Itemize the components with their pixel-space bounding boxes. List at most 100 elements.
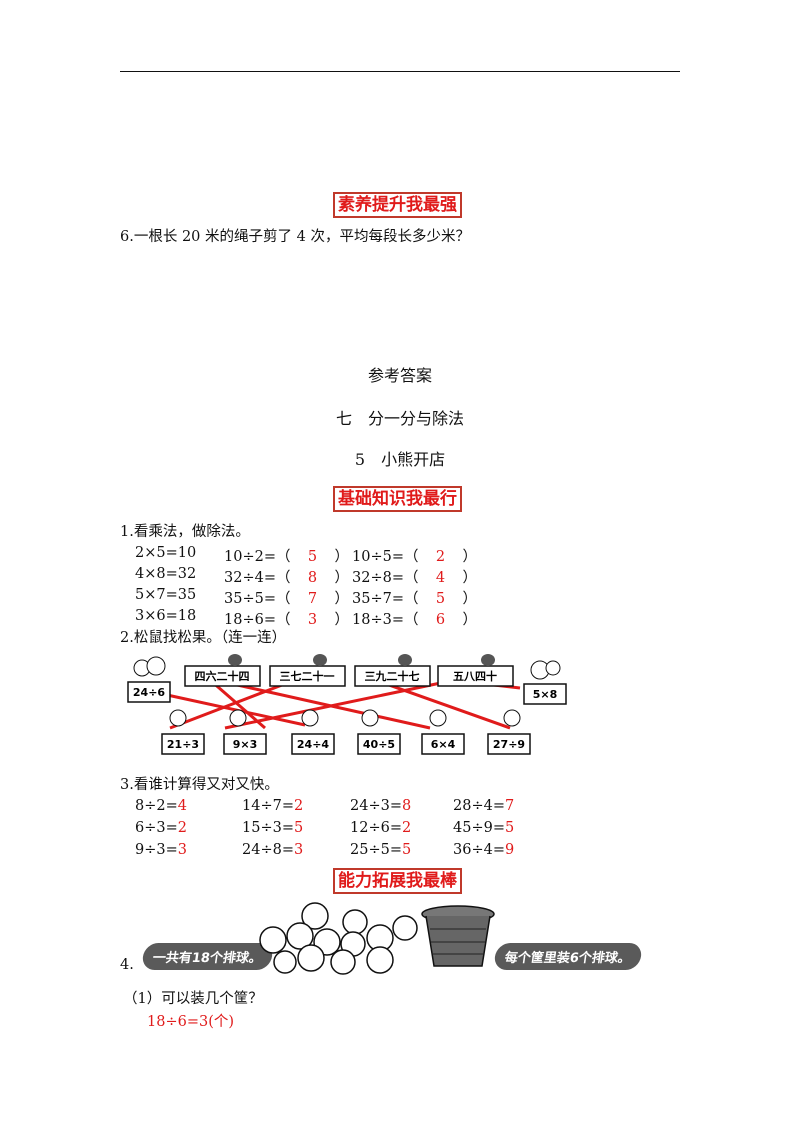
nut-box (269, 665, 346, 687)
squirrel-label: 21÷3 (167, 738, 199, 751)
nut-box (437, 665, 514, 687)
nut-boxes: 四六二十四 三七二十一 三九二十七 五八四十 (184, 654, 514, 687)
section-heading: 能力拓展我最棒 (333, 868, 462, 894)
calc-item: 8÷2=4 (135, 798, 187, 814)
multiplication-fact: 5×7=35 (135, 587, 197, 603)
calc-item: 6÷3=2 (135, 820, 187, 836)
division-answer: 8 (307, 570, 318, 586)
nut-label: 三七二十一 (280, 669, 335, 683)
squirrel-label: 24÷4 (297, 738, 330, 751)
division-prompt: 35÷5=（ (224, 591, 291, 607)
division-prompt: 32÷8=（ (352, 570, 419, 586)
division-prompt: 18÷3=（ (352, 612, 419, 628)
close-paren: ） (462, 612, 477, 628)
chapter-title: 七 分一分与除法 (335, 409, 464, 428)
squirrel-icon (429, 709, 447, 727)
nut-box (184, 665, 261, 687)
nut-label: 三九二十七 (365, 669, 420, 683)
squirrel-top-right: 5×8 (523, 660, 567, 705)
squirrel-label: 27÷9 (493, 738, 525, 751)
calc-answer: 7 (504, 798, 515, 814)
acorn-icon (481, 654, 495, 666)
squirrel-icon (301, 709, 319, 727)
multiplication-fact: 4×8=32 (135, 566, 197, 582)
calc-item: 24÷3=8 (350, 798, 411, 814)
volleyballs-illustration (259, 902, 418, 975)
squirrel-label: 40÷5 (363, 738, 395, 751)
volleyball-icon (330, 949, 356, 975)
squirrel-icon (169, 709, 187, 727)
question-4-number: 4. (120, 957, 134, 973)
calc-question: 24÷3= (350, 798, 402, 814)
calc-question: 8÷2= (135, 798, 178, 814)
calc-answer: 2 (293, 798, 304, 814)
volleyball-icon (366, 946, 394, 974)
volleyball-icon (342, 909, 368, 935)
division-answer: 4 (435, 570, 446, 586)
squirrel-label: 9×3 (233, 738, 258, 751)
division-prompt: 35÷7=（ (352, 591, 419, 607)
division-prompt: 32÷4=（ (224, 570, 291, 586)
calc-item: 14÷7=2 (242, 798, 303, 814)
nut-label: 五八四十 (453, 669, 497, 683)
nut-label: 四六二十四 (195, 669, 250, 683)
answer-title: 参考答案 (367, 366, 432, 385)
lesson-title: 5 小熊开店 (354, 450, 446, 469)
squirrel-icon (361, 709, 379, 727)
calc-answer: 4 (177, 798, 187, 814)
match-line (214, 678, 431, 730)
volleyball-icon (273, 950, 297, 974)
squirrel-label: 24÷6 (133, 686, 166, 699)
squirrel-label: 5×8 (533, 688, 558, 701)
squirrel-top-left: 24÷6 (127, 656, 171, 703)
calc-question: 24÷8= (242, 842, 294, 858)
close-paren: ） (462, 591, 477, 607)
division-prompt: 18÷6=（ (224, 612, 291, 628)
squirrel-matching-figure: 四六二十四 三七二十一 三九二十七 五八四十 24÷6 5×8 21÷3 9×3… (127, 654, 567, 755)
calc-answer: 5 (293, 820, 304, 836)
calc-item: 36÷4=9 (453, 842, 514, 858)
division-answer: 3 (307, 612, 318, 628)
calc-item: 28÷4=7 (453, 798, 514, 814)
calc-item: 12÷6=2 (350, 820, 411, 836)
calc-question: 15÷3= (242, 820, 294, 836)
matching-lines (157, 678, 521, 730)
acorn-icon (398, 654, 412, 666)
division-answer: 7 (307, 591, 318, 607)
calc-answer: 2 (401, 820, 412, 836)
calc-answer: 9 (504, 842, 515, 858)
squirrels-bottom: 21÷3 9×3 24÷4 40÷5 6×4 27÷9 (161, 709, 531, 755)
calc-question: 36÷4= (453, 842, 505, 858)
multiplication-fact: 2×5=10 (135, 545, 197, 561)
basket-icon (421, 905, 495, 967)
nut-box (354, 665, 431, 687)
calc-item: 45÷9=5 (453, 820, 514, 836)
calc-answer: 5 (401, 842, 412, 858)
close-paren: ） (462, 549, 477, 565)
calc-item: 24÷8=3 (242, 842, 303, 858)
volleyball-icon (286, 922, 314, 950)
match-line (224, 678, 456, 730)
division-answer: 5 (435, 591, 446, 607)
calc-question: 45÷9= (453, 820, 505, 836)
question-2-title: 2.松鼠找松果。（连一连） (120, 630, 287, 646)
match-line (169, 678, 296, 730)
question-6: 6.一根长 20 米的绳子剪了 4 次，平均每段长多少米？ (120, 229, 470, 245)
calc-question: 14÷7= (242, 798, 294, 814)
division-answer: 6 (435, 612, 446, 628)
calc-answer: 3 (177, 842, 187, 858)
match-line (157, 691, 306, 727)
calc-question: 28÷4= (453, 798, 505, 814)
match-line (374, 678, 511, 730)
calc-answer: 2 (177, 820, 187, 836)
top-rule (120, 71, 680, 72)
squirrel-icon (229, 709, 247, 727)
volleyball-icon (392, 915, 418, 941)
section-heading: 素养提升我最强 (333, 192, 462, 218)
volleyball-icon (297, 944, 325, 972)
division-prompt: 10÷2=（ (224, 549, 291, 565)
acorn-icon (313, 654, 327, 666)
multiplication-fact: 3×6=18 (135, 608, 197, 624)
per-basket-label: 每个筐里装6个排球。 (493, 943, 643, 970)
calc-answer: 5 (504, 820, 515, 836)
